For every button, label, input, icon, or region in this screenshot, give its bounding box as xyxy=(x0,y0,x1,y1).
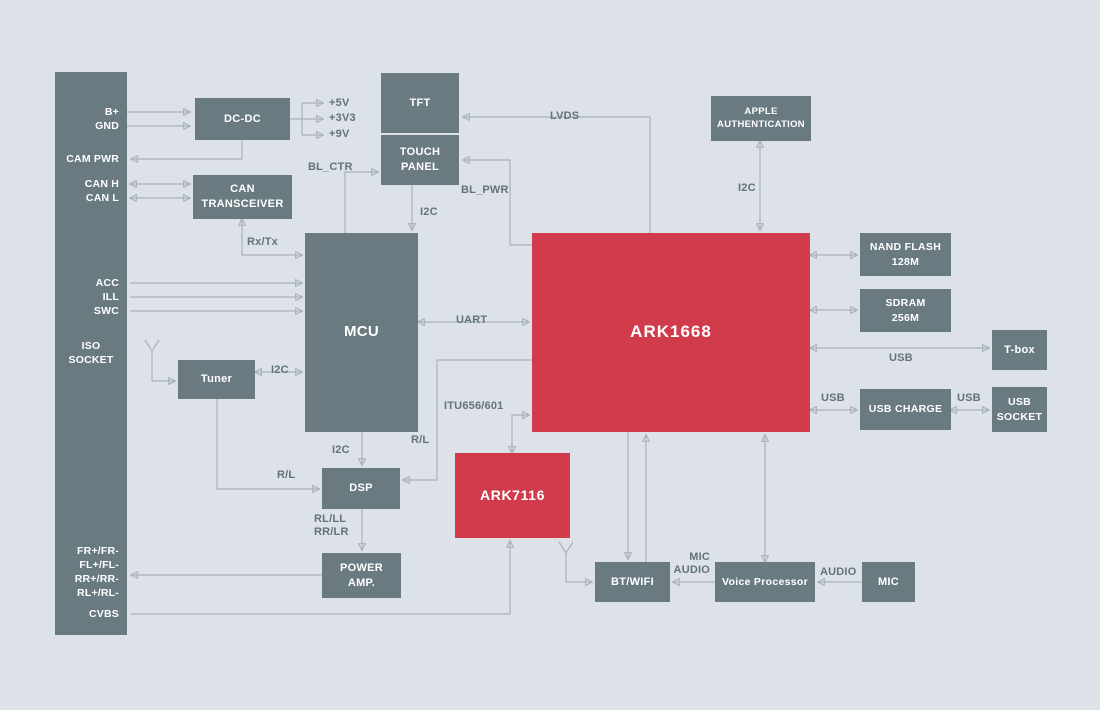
wire-label-bl-ctr: BL_CTR xyxy=(308,161,353,173)
block-tft: TFT xyxy=(381,73,459,133)
wire-label-i2c-dsp: I2C xyxy=(332,444,350,456)
pin-fr: FR+/FR- xyxy=(77,545,119,557)
iso-socket-label-1: ISO xyxy=(81,340,101,352)
wire-cvbs xyxy=(131,541,510,615)
block-t-box: T-box xyxy=(992,330,1047,370)
wire-label-3v3: +3V3 xyxy=(329,112,356,124)
pin-can-h: CAN H xyxy=(84,178,119,190)
wire-label-9v: +9V xyxy=(329,128,350,140)
block-dsp: DSP xyxy=(322,468,400,509)
block-mcu: MCU xyxy=(305,233,418,432)
wire-rl-main xyxy=(403,359,532,480)
wire-bl-ctr xyxy=(344,172,378,233)
wire-itu656 xyxy=(512,415,529,453)
wire-label-usb-charge-out: USB xyxy=(957,392,981,404)
pin-ill: ILL xyxy=(102,291,119,303)
block-can-transceiver: CAN TRANSCEIVER xyxy=(193,175,292,219)
wire-label-usb-charge-in: USB xyxy=(821,392,845,404)
iso-socket-connector xyxy=(55,72,127,635)
pin-rl: RL+/RL- xyxy=(77,587,119,599)
btwifi-antenna-icon xyxy=(558,541,574,555)
wire-label-i2c-tuner: I2C xyxy=(271,364,289,376)
pin-b-plus: B+ xyxy=(104,106,119,118)
pin-cvbs: CVBS xyxy=(89,608,119,620)
wire-label-speaker-pairs: RL/LL RR/LR xyxy=(314,513,349,538)
pin-rr: RR+/RR- xyxy=(74,573,119,585)
wire-label-5v: +5V xyxy=(329,97,350,109)
wire-label-mic-audio: MIC AUDIO xyxy=(673,551,710,576)
wire-label-usb-tbox: USB xyxy=(889,352,913,364)
wire-label-i2c-touch: I2C xyxy=(420,206,438,218)
pin-fl: FL+/FL- xyxy=(79,559,119,571)
wire-label-rl-tuner: R/L xyxy=(277,469,296,481)
wire-tuner-antenna xyxy=(151,351,175,381)
tuner-antenna-icon xyxy=(144,339,160,353)
wire-label-itu656: ITU656/601 xyxy=(444,400,504,412)
block-apple-authentication: APPLE AUTHENTICATION xyxy=(711,96,811,141)
wire-bl-pwr xyxy=(463,160,532,246)
block-voice-processor: Voice Processor xyxy=(715,562,815,602)
wire-rx-tx xyxy=(242,219,302,255)
wire-label-audio: AUDIO xyxy=(820,566,857,578)
wire-label-lvds: LVDS xyxy=(550,110,580,122)
wire-lvds xyxy=(463,117,651,233)
block-mic: MIC xyxy=(862,562,915,602)
wire-label-i2c-apple: I2C xyxy=(738,182,756,194)
block-bt-wifi: BT/WIFI xyxy=(595,562,670,602)
iso-socket-label-2: SOCKET xyxy=(68,354,114,366)
wire-btwifi-antenna xyxy=(565,553,592,582)
pin-can-l: CAN L xyxy=(85,192,119,204)
wire-label-rx-tx: Rx/Tx xyxy=(247,236,278,248)
wire-cam-pwr xyxy=(131,140,243,159)
pin-gnd: GND xyxy=(95,120,119,132)
chip-ark7116: ARK7116 xyxy=(455,453,570,538)
block-usb-socket: USB SOCKET xyxy=(992,387,1047,432)
block-dcdc: DC-DC xyxy=(195,98,290,140)
wire-dcdc-trunk xyxy=(290,103,303,135)
block-usb-charge: USB CHARGE xyxy=(860,389,951,430)
block-nand-flash: NAND FLASH 128M xyxy=(860,233,951,276)
wire-label-uart: UART xyxy=(456,314,488,326)
wire-label-rl-main: R/L xyxy=(411,434,430,446)
wire-rl-tuner xyxy=(216,399,319,489)
wire-label-bl-pwr: BL_PWR xyxy=(461,184,509,196)
chip-ark1668: ARK1668 xyxy=(532,233,810,432)
pin-cam-pwr: CAM PWR xyxy=(66,153,119,165)
pin-swc: SWC xyxy=(93,305,119,317)
pin-acc: ACC xyxy=(95,277,119,289)
block-touch-panel: TOUCH PANEL xyxy=(381,135,459,185)
block-tuner: Tuner xyxy=(178,360,255,399)
block-power-amp: POWER AMP. xyxy=(322,553,401,598)
block-sdram: SDRAM 256M xyxy=(860,289,951,332)
